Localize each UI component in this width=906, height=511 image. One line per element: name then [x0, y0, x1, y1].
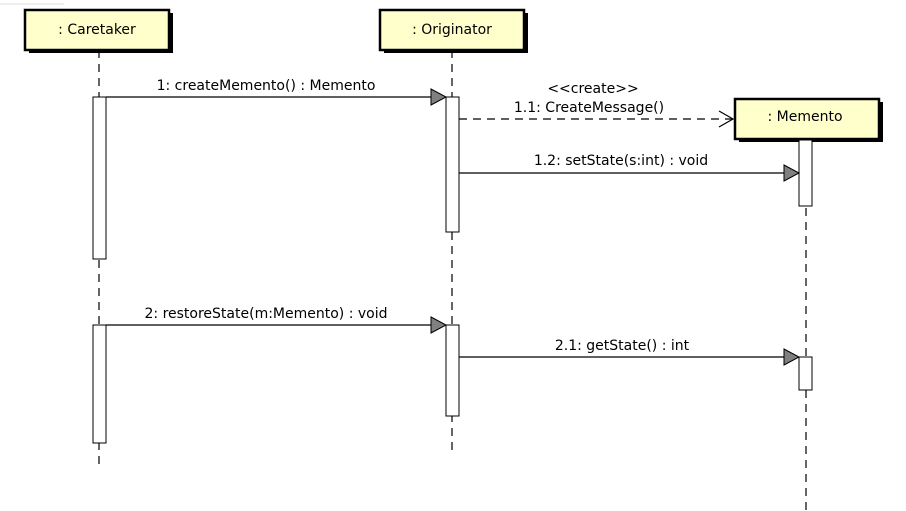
memento-activation-1[interactable] — [798, 139, 813, 207]
message-1-1-label: 1.1: CreateMessage() — [514, 100, 664, 116]
caretaker-label: : Caretaker — [58, 22, 136, 38]
message-2-1-arrowhead — [783, 348, 801, 366]
caretaker-activation-1[interactable] — [92, 96, 107, 260]
originator-label: : Originator — [412, 22, 492, 38]
memento-head-box — [733, 97, 881, 141]
memento-activation-2[interactable] — [798, 356, 813, 391]
memento-label: : Memento — [767, 109, 842, 125]
originator-lifeline-head[interactable]: : Originator — [378, 8, 528, 53]
originator-head-box — [378, 8, 526, 52]
caretaker-activation-2[interactable] — [92, 324, 107, 444]
memento-lifeline-head[interactable]: : Memento — [733, 97, 883, 142]
message-2[interactable]: 2: restoreState(m:Memento) : void — [106, 306, 448, 334]
message-2-arrowhead — [430, 316, 448, 334]
message-1-1[interactable]: <<create>> 1.1: CreateMessage() — [459, 81, 735, 128]
caretaker-head-box — [23, 8, 171, 52]
message-1[interactable]: 1: createMemento() : Memento — [106, 78, 448, 106]
message-2-1-label: 2.1: getState() : int — [555, 338, 690, 354]
message-2-label: 2: restoreState(m:Memento) : void — [145, 306, 388, 322]
message-1-2[interactable]: 1.2: setState(s:int) : void — [459, 153, 801, 182]
originator-activation-2[interactable] — [445, 324, 460, 417]
message-2-1[interactable]: 2.1: getState() : int — [459, 338, 801, 366]
message-1-label: 1: createMemento() : Memento — [157, 78, 376, 94]
message-1-2-label: 1.2: setState(s:int) : void — [534, 153, 708, 169]
message-1-1-stereotype: <<create>> — [547, 81, 638, 97]
originator-activation-1[interactable] — [445, 96, 460, 233]
message-1-arrowhead — [430, 88, 448, 106]
caretaker-lifeline-head[interactable]: : Caretaker — [23, 8, 173, 53]
message-1-1-open-arrowhead — [718, 110, 735, 128]
message-1-2-arrowhead — [783, 164, 801, 182]
